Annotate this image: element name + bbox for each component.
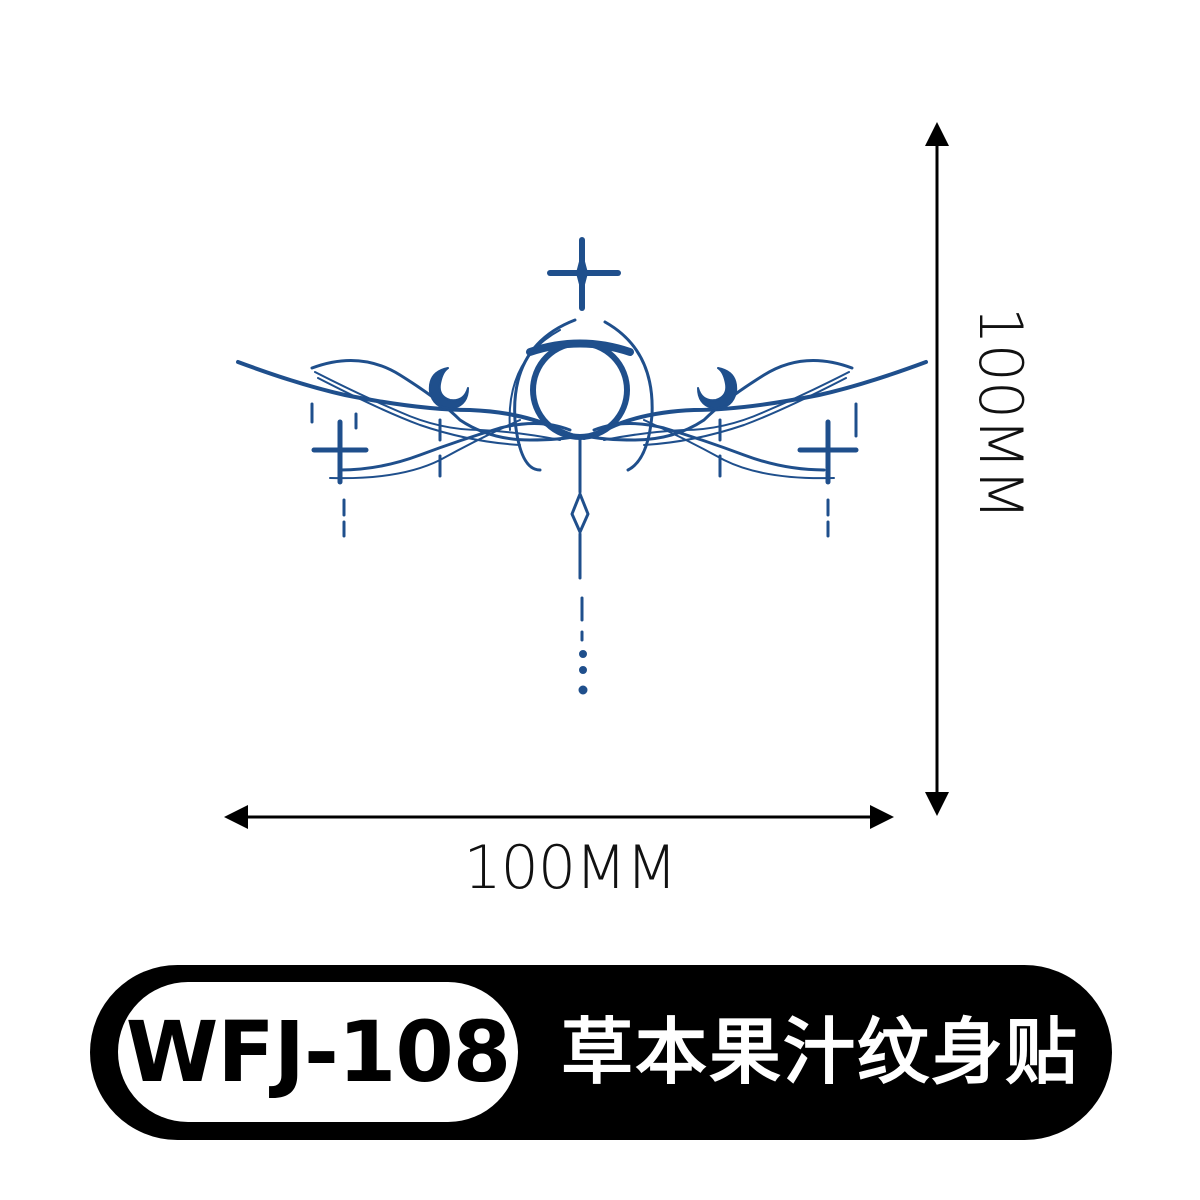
left-pendants	[310, 402, 442, 538]
center-pendant	[570, 438, 590, 695]
left-crescent-icon	[428, 367, 469, 410]
height-dimension-label: 100MM	[965, 306, 1035, 520]
double-arrow-vertical-icon	[925, 122, 949, 816]
left-flourish-icon	[236, 358, 582, 480]
product-code-pill: WFJ-108	[118, 982, 518, 1122]
right-star-icon	[797, 419, 859, 485]
top-star-fill	[576, 250, 588, 296]
tattoo-design-icon	[236, 237, 928, 695]
right-crescent-icon	[697, 367, 738, 410]
left-star-icon	[311, 419, 369, 485]
right-flourish-icon	[582, 358, 928, 480]
right-pendants	[718, 402, 858, 538]
product-code: WFJ-108	[125, 1003, 511, 1101]
product-title: 草本果汁纹身贴	[560, 1010, 1079, 1094]
double-arrow-horizontal-icon	[224, 805, 894, 829]
width-dimension-label: 100MM	[463, 833, 677, 903]
